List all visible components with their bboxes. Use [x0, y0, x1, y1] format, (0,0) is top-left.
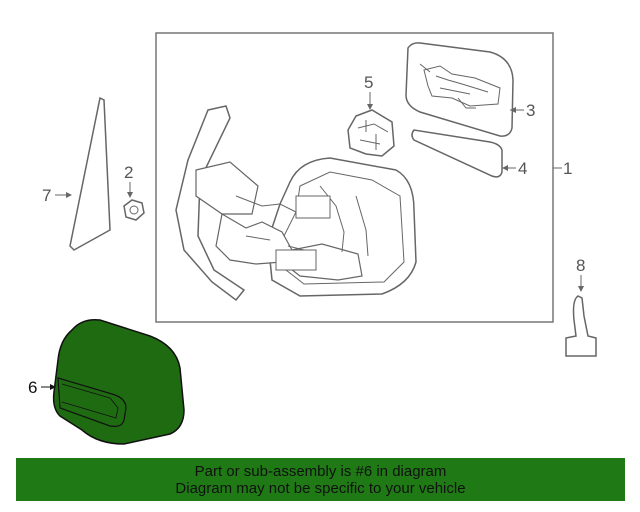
footer-banner: Part or sub-assembly is #6 in diagram Di… [16, 458, 625, 501]
footer-line-2: Diagram may not be specific to your vehi… [175, 479, 466, 497]
part-3-mirror-glass[interactable] [405, 42, 514, 137]
part-2-nut[interactable] [123, 199, 145, 221]
callout-7[interactable]: 7 [42, 186, 72, 205]
callout-8[interactable]: 8 [576, 256, 585, 292]
callout-4-label: 4 [518, 159, 527, 178]
callout-2[interactable]: 2 [124, 163, 133, 198]
part-7-glass-panel[interactable] [69, 96, 111, 251]
part-5-motor[interactable] [347, 109, 395, 157]
mirror-housing [175, 105, 417, 302]
part-6-mirror-cover[interactable] [52, 318, 185, 445]
assembly-box [155, 32, 554, 323]
callout-3-label: 3 [526, 101, 535, 120]
callout-7-label: 7 [42, 186, 51, 205]
callout-6-label: 6 [28, 378, 37, 397]
callout-6[interactable]: 6 [28, 378, 56, 397]
callout-8-label: 8 [576, 256, 585, 275]
callout-1[interactable]: 1 [553, 159, 572, 178]
callout-3[interactable]: 3 [510, 101, 535, 120]
parts-diagram: 1 3 4 5 [28, 32, 597, 445]
callout-1-label: 1 [563, 159, 572, 178]
callout-4[interactable]: 4 [502, 159, 527, 178]
callout-2-label: 2 [124, 163, 133, 182]
footer-line-1: Part or sub-assembly is #6 in diagram [194, 462, 447, 480]
part-8-lamp[interactable] [565, 295, 597, 357]
callout-5-label: 5 [364, 73, 373, 92]
callout-5[interactable]: 5 [364, 73, 373, 110]
part-4-heater-pad[interactable] [411, 129, 503, 178]
